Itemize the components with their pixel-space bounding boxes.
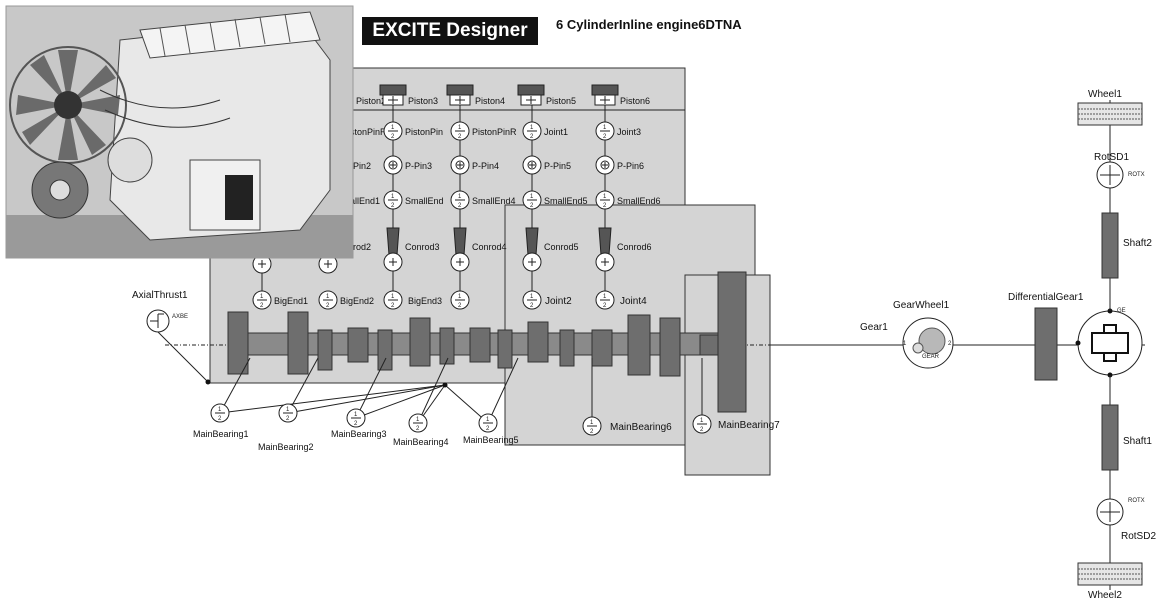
piston-pin-node[interactable]: 12 (451, 122, 469, 140)
wheel2-label: Wheel2 (1088, 590, 1122, 601)
fan-icon (10, 47, 126, 163)
rotsd1-tag: ROTX (1128, 172, 1145, 178)
main-bearing-label: MainBearing7 (718, 420, 780, 431)
piston-label: Piston4 (475, 96, 505, 106)
piston-label: Piston6 (620, 96, 650, 106)
pin-node[interactable] (523, 156, 541, 174)
pin-node[interactable] (384, 156, 402, 174)
gear-wheel-label: GearWheel1 (893, 300, 950, 311)
shaft2[interactable]: Shaft2 (1102, 213, 1152, 278)
gear1-label: Gear1 (860, 322, 888, 333)
pin-node[interactable] (451, 156, 469, 174)
big-end-node[interactable]: 12 (596, 291, 614, 309)
main-bearing-node[interactable]: 12 (279, 404, 297, 422)
main-bearing-node[interactable]: 12 (347, 409, 365, 427)
main-bearing-label: MainBearing3 (331, 429, 387, 439)
conrod-label: rod2 (353, 242, 371, 252)
small-end-label: SmallEnd5 (544, 196, 588, 206)
rotsd2-label: RotSD2 (1121, 531, 1156, 542)
pin-label: P-Pin6 (617, 161, 644, 171)
piston-label: Piston2 (356, 96, 386, 106)
rotsd2[interactable]: ROTX RotSD2 (1097, 498, 1156, 542)
big-end-label: Joint2 (545, 296, 572, 307)
piston-pin-node[interactable]: 12 (523, 122, 541, 140)
big-end-node[interactable]: 12 (253, 291, 271, 309)
big-end-label: BigEnd2 (340, 296, 374, 306)
conrod-2[interactable]: rod2 (353, 242, 371, 252)
piston-pin-label: PistonPin (405, 127, 443, 137)
small-end-node[interactable]: 12 (451, 191, 469, 209)
wheel1-label: Wheel1 (1088, 89, 1122, 100)
engine-photo (6, 6, 353, 258)
big-end-node[interactable]: 12 (523, 291, 541, 309)
axial-thrust-type: AXBE (172, 314, 188, 320)
small-end-label: allEnd1 (350, 196, 380, 206)
piston-label: Piston3 (408, 96, 438, 106)
main-bearing-node[interactable]: 12 (409, 414, 427, 432)
big-end-label: BigEnd3 (408, 296, 442, 306)
piston-pin-node[interactable]: 12 (384, 122, 402, 140)
axial-thrust[interactable]: AxialThrust1 AXBE (132, 290, 211, 385)
main-bearing-label: MainBearing1 (193, 429, 249, 439)
big-end-label: Joint4 (620, 296, 647, 307)
pin-label: P-Pin5 (544, 161, 571, 171)
small-end-label: SmallEnd4 (472, 196, 516, 206)
big-end-label: BigEnd1 (274, 296, 308, 306)
differential-label: DifferentialGear1 (1008, 292, 1084, 303)
gear1[interactable]: Gear1 (860, 322, 888, 333)
pin-label: P-Pin3 (405, 161, 432, 171)
piston-pin-label: Joint1 (544, 127, 568, 137)
rotsd1[interactable]: ROTX RotSD1 (1094, 152, 1145, 188)
flywheel[interactable] (718, 272, 746, 412)
piston-label: Piston5 (546, 96, 576, 106)
small-end-label: SmallEnd (405, 196, 444, 206)
piston-2[interactable]: Piston2 (356, 96, 386, 106)
big-end-node[interactable]: 12 (451, 291, 469, 309)
conrod-label: Conrod6 (617, 242, 652, 252)
main-bearing-node[interactable]: 12 (479, 414, 497, 432)
main-bearing-label: MainBearing6 (610, 422, 672, 433)
main-bearing-node[interactable]: 12 (693, 415, 711, 433)
piston-pin-label: PistonPinR (472, 127, 517, 137)
big-end-node[interactable]: 12 (384, 291, 402, 309)
shaft1[interactable]: Shaft1 (1102, 405, 1152, 470)
conrod-label: Conrod3 (405, 242, 440, 252)
conrod-label: Conrod4 (472, 242, 507, 252)
diff-tag: GE (1117, 308, 1126, 314)
differential-gear[interactable]: GE DifferentialGear1 (1008, 292, 1142, 380)
main-bearing-label: MainBearing5 (463, 435, 519, 445)
piston-pin-node[interactable]: 12 (596, 122, 614, 140)
pin-node[interactable] (596, 156, 614, 174)
shaft1-label: Shaft1 (1123, 436, 1152, 447)
main-bearing-node[interactable]: 12 (211, 404, 229, 422)
wheel2[interactable]: Wheel2 (1078, 563, 1142, 601)
main-bearing-label: MainBearing4 (393, 437, 449, 447)
rotsd1-label: RotSD1 (1094, 152, 1129, 163)
gear-wheel[interactable]: 1 2 GEAR GearWheel1 (893, 300, 953, 368)
wheel1[interactable]: Wheel1 (1078, 89, 1142, 125)
small-end-node[interactable]: 12 (384, 191, 402, 209)
shaft2-label: Shaft2 (1123, 238, 1152, 249)
big-end-node[interactable]: 12 (319, 291, 337, 309)
rotsd2-tag: ROTX (1128, 498, 1145, 504)
small-end-label: SmallEnd6 (617, 196, 661, 206)
pin-label: Pin2 (353, 161, 371, 171)
small-end-node[interactable]: 12 (596, 191, 614, 209)
piston-pin-label: Joint3 (617, 127, 641, 137)
main-bearing-label: MainBearing2 (258, 442, 314, 452)
axial-thrust-label: AxialThrust1 (132, 290, 188, 301)
small-end-node[interactable]: 12 (523, 191, 541, 209)
pin-label: P-Pin4 (472, 161, 499, 171)
main-bearing-node[interactable]: 12 (583, 417, 601, 435)
conrod-label: Conrod5 (544, 242, 579, 252)
gear-tag: GEAR (922, 354, 940, 360)
